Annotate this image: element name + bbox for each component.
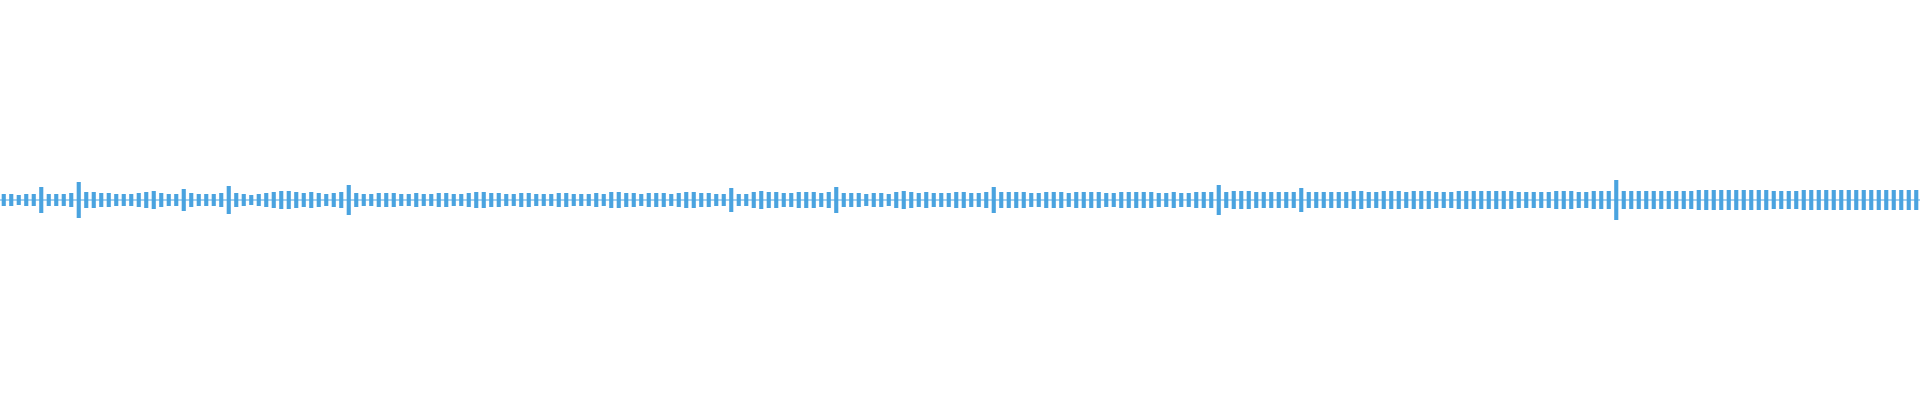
waveform-envelope (1, 180, 1919, 220)
